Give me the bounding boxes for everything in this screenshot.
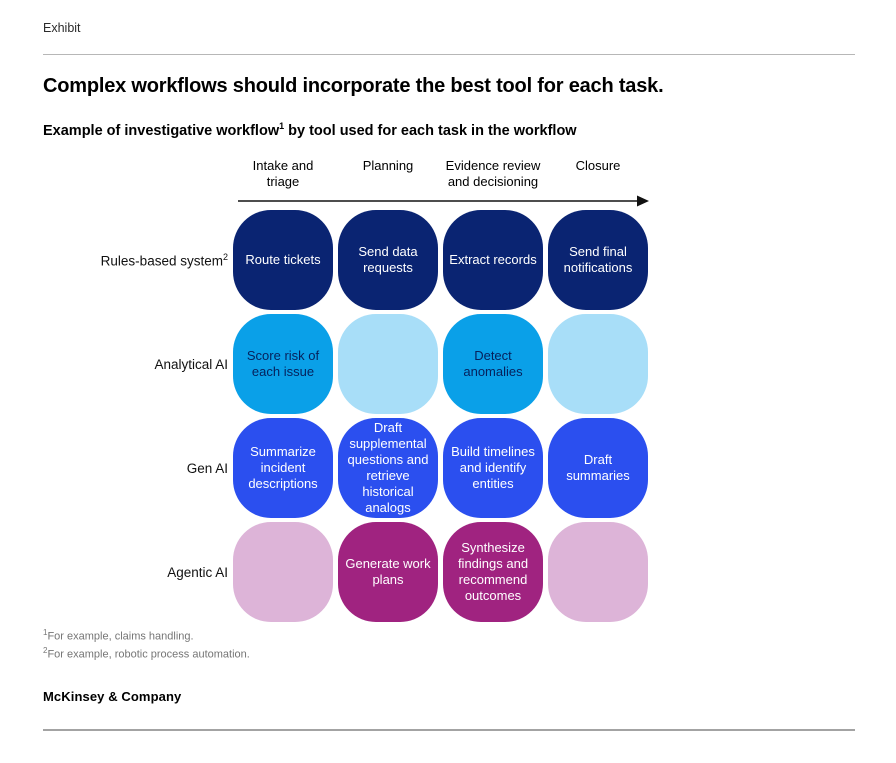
matrix-cell-send-data-requests: Send data requests (338, 210, 438, 310)
column-header-intake-and-triage: Intake and triage (252, 158, 314, 189)
footnotes: 1For example, claims handling. 2For exam… (43, 626, 250, 661)
row-label-agentic-ai: Agentic AI (167, 564, 228, 580)
matrix-cell-agentic-empty-2 (548, 522, 648, 622)
matrix-cell-route-tickets: Route tickets (233, 210, 333, 310)
matrix-cell-summarize-incident-descriptions: Summarize incident descriptions (233, 418, 333, 518)
workflow-matrix: Intake and triage Planning Evidence revi… (43, 156, 649, 622)
matrix-cell-draft-supplemental-questions: Draft supplemental questions and retriev… (338, 418, 438, 518)
column-header-evidence-review: Evidence review and decisioning (445, 158, 541, 189)
matrix-cell-analytical-empty-2 (548, 314, 648, 414)
exhibit-label: Exhibit (43, 21, 81, 35)
column-header-closure: Closure (575, 158, 621, 173)
matrix-cell-generate-work-plans: Generate work plans (338, 522, 438, 622)
matrix-cell-draft-summaries: Draft summaries (548, 418, 648, 518)
bottom-divider (43, 729, 855, 731)
row-label-gen-ai: Gen AI (186, 460, 228, 476)
matrix-cell-build-timelines: Build timelines and identify entities (443, 418, 543, 518)
row-label-rules-based-system: Rules-based system2 (100, 251, 228, 269)
subtitle-text: Example of investigative workflow (43, 122, 280, 139)
footnote-2: 2For example, robotic process automation… (43, 645, 250, 661)
matrix-cell-analytical-empty-1 (338, 314, 438, 414)
matrix-cell-extract-records: Extract records (443, 210, 543, 310)
subtitle-text-after: by tool used for each task in the workfl… (284, 122, 577, 139)
matrix-cell-detect-anomalies: Detect anomalies (443, 314, 543, 414)
column-header-planning: Planning (362, 158, 414, 173)
row-footnote-marker: 2 (222, 251, 228, 262)
header-spacer (43, 156, 228, 206)
matrix-cell-synthesize-findings: Synthesize findings and recommend outcom… (443, 522, 543, 622)
workflow-direction-arrow-icon (238, 195, 649, 207)
row-label-analytical-ai: Analytical AI (154, 356, 228, 372)
chart-subtitle: Example of investigative workflow1 by to… (43, 121, 577, 139)
page-title: Complex workflows should incorporate the… (43, 75, 664, 97)
matrix-cell-score-risk: Score risk of each issue (233, 314, 333, 414)
subtitle-footnote-marker: 1 (279, 121, 285, 131)
matrix-cell-send-final-notifications: Send final notifications (548, 210, 648, 310)
top-divider (43, 54, 855, 55)
matrix-grid: Intake and triage Planning Evidence revi… (43, 156, 648, 622)
matrix-cell-agentic-empty-1 (233, 522, 333, 622)
mckinsey-wordmark: McKinsey & Company (43, 689, 182, 704)
footnote-1: 1For example, claims handling. (43, 628, 194, 643)
